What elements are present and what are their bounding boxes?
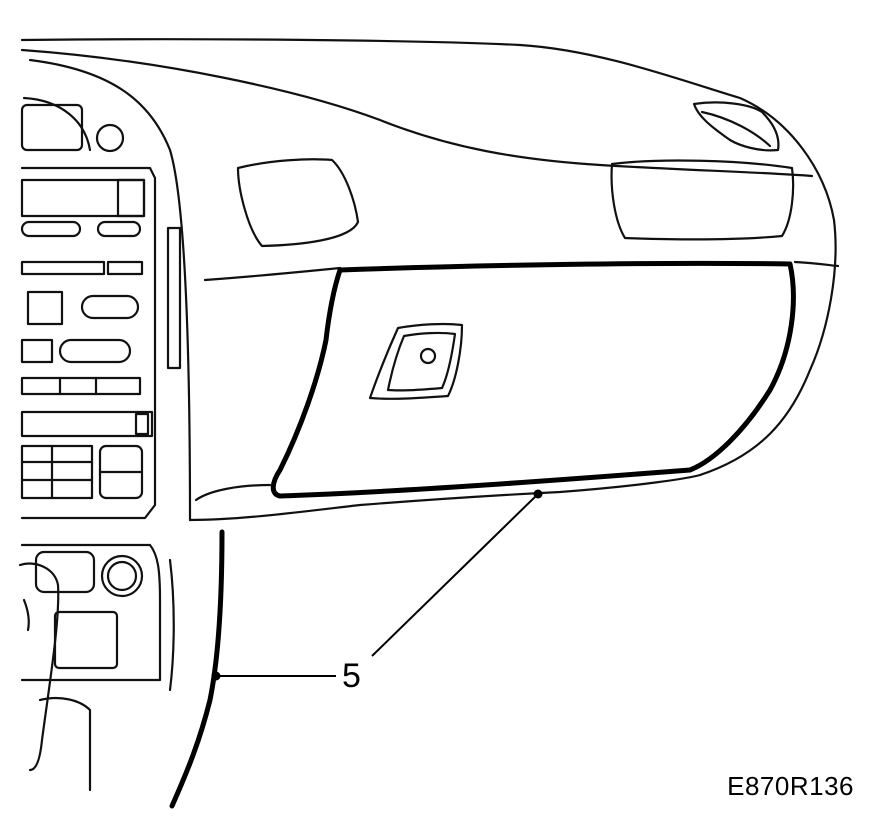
- figure-reference-code: E870R136: [727, 771, 854, 801]
- lower-console: [18, 543, 175, 792]
- dashboard-outline: [20, 38, 840, 522]
- side-trim-panel: [169, 529, 225, 809]
- glovebox-lock-icon: [368, 322, 464, 400]
- air-vent-left: [236, 158, 360, 248]
- air-vent-right: [610, 159, 795, 241]
- callout-leaders: [211, 489, 543, 681]
- defrost-vent: [692, 101, 780, 152]
- glovebox-lid: [270, 260, 796, 499]
- knob-icon: [100, 554, 144, 598]
- callout-number: 5: [342, 657, 361, 695]
- radio-stack: [20, 103, 182, 520]
